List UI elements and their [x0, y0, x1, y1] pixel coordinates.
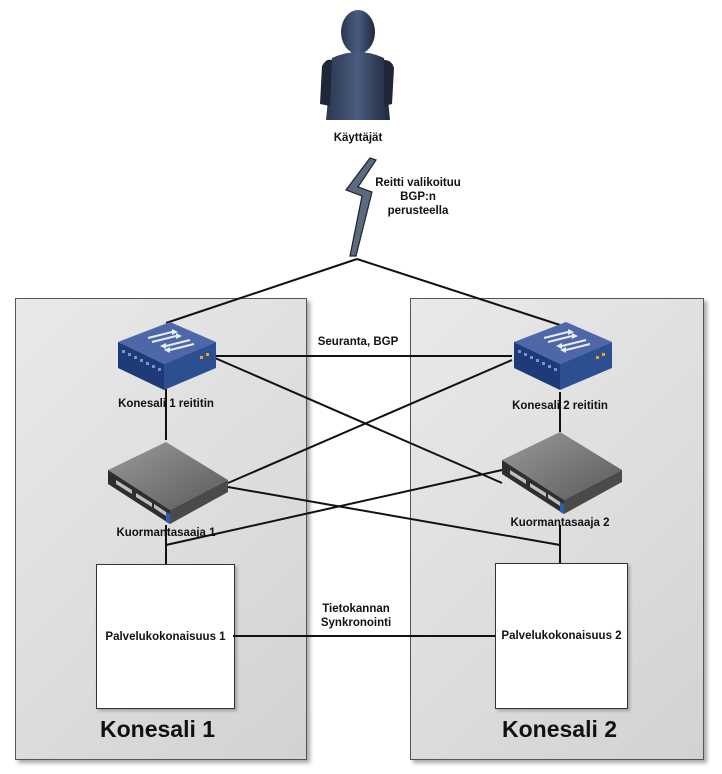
load-balancer-1-icon[interactable]	[104, 440, 232, 526]
router2-to-lb1-line	[227, 359, 513, 484]
uplink-label-line-2: BGP:n	[400, 191, 436, 203]
user-icon	[320, 10, 394, 120]
load-balancer-2-label: Kuormantasaaja 2	[510, 517, 610, 529]
wan-lightning-icon	[345, 157, 377, 257]
users-label: Käyttäjät	[333, 132, 383, 144]
datacenter-2-title: Konesali 2	[502, 716, 618, 742]
uplink-label-line-3: perusteella	[387, 205, 449, 217]
uplink-to-router-1-line	[165, 258, 358, 324]
router-link-label: Seuranta, BGP	[317, 336, 399, 348]
uplink-label: Reitti valikoituu BGP:n perusteella	[362, 176, 474, 218]
load-balancer-2-icon[interactable]	[498, 430, 626, 516]
datacenter-1-title: Konesali 1	[100, 716, 216, 742]
router-2-label: Konesali 2 reititin	[512, 400, 608, 412]
service-group-1-label: Palvelukokonaisuus 1	[105, 630, 226, 643]
lb2-to-service1-line	[165, 469, 503, 546]
router1-to-lb2-line	[214, 357, 503, 484]
router-1-label: Konesali 1 reititin	[118, 398, 214, 410]
db-sync-label-line-1: Tietokannan	[322, 603, 390, 615]
service-group-2-label: Palvelukokonaisuus 2	[501, 630, 622, 642]
db-sync-label-line-2: Synkronointi	[320, 617, 392, 629]
load-balancer-1-label: Kuormantasaaja 1	[116, 527, 216, 539]
uplink-label-line-1: Reitti valikoituu	[375, 177, 461, 189]
db-sync-label: Tietokannan Synkronointi	[304, 602, 408, 630]
router-1-icon[interactable]	[112, 320, 218, 392]
service-group-2-box[interactable]: Palvelukokonaisuus 2	[495, 563, 628, 709]
uplink-to-router-2-line	[356, 258, 561, 326]
router-2-icon[interactable]	[508, 320, 614, 392]
lb1-to-service2-line	[227, 486, 561, 546]
service-group-1-box[interactable]: Palvelukokonaisuus 1	[96, 564, 235, 709]
